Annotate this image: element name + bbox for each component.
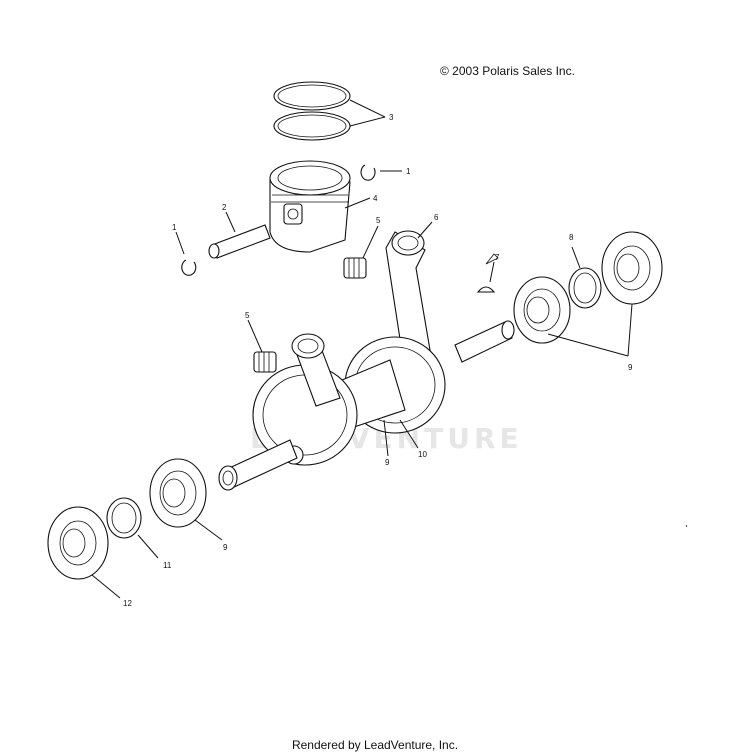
- callout-2: 2: [222, 203, 227, 212]
- callout-9-right: 9: [628, 363, 633, 372]
- callout-7: 7: [495, 253, 500, 262]
- seal-left[interactable]: [47, 506, 109, 580]
- piston[interactable]: [269, 160, 351, 253]
- needle-bearing-lower[interactable]: [253, 351, 277, 373]
- crankshaft[interactable]: [218, 320, 515, 491]
- callout-11: 11: [163, 561, 172, 570]
- copyright-notice: © 2003 Polaris Sales Inc.: [440, 64, 575, 78]
- spacer-ring-right[interactable]: [568, 267, 602, 309]
- footer-credit: Rendered by LeadVenture, Inc.: [291, 738, 459, 752]
- callout-12: 12: [123, 599, 132, 608]
- callout-5-upper: 5: [376, 216, 381, 225]
- callout-1-left: 1: [172, 223, 177, 232]
- callout-5-lower: 5: [245, 311, 250, 320]
- callout-6: 6: [434, 213, 439, 222]
- callout-3: 3: [389, 113, 394, 122]
- spacer-ring-left[interactable]: [106, 497, 142, 539]
- wrist-pin[interactable]: [208, 224, 271, 259]
- connecting-rod-lower[interactable]: [291, 333, 341, 407]
- callout-8: 8: [569, 233, 574, 242]
- piston-rings[interactable]: [273, 81, 351, 141]
- callout-9-center: 9: [385, 458, 390, 467]
- callout-9-left: 9: [223, 543, 228, 552]
- callout-4: 4: [373, 194, 378, 203]
- needle-bearing-upper[interactable]: [343, 257, 367, 279]
- bearing-left[interactable]: [149, 458, 207, 528]
- connecting-rod-upper[interactable]: [385, 230, 431, 353]
- circlip-left[interactable]: [181, 259, 197, 276]
- woodruff-key[interactable]: [476, 286, 496, 293]
- callout-1-right: 1: [406, 167, 411, 176]
- bearing-right[interactable]: [513, 276, 571, 344]
- circlip-right[interactable]: [360, 164, 376, 181]
- callout-10: 10: [418, 450, 427, 459]
- seal-right-outer[interactable]: [601, 231, 663, 305]
